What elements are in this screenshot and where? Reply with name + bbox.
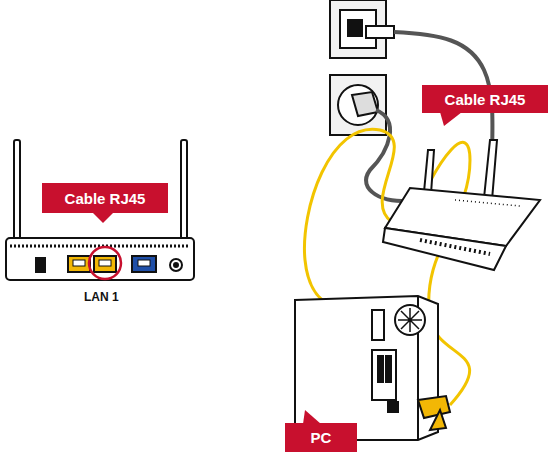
router-rear [6, 140, 194, 280]
power-cable [366, 110, 412, 201]
callout-text: Cable RJ45 [445, 91, 526, 108]
port-label: LAN 1 [84, 290, 119, 304]
callout-box: PC [285, 423, 357, 452]
callout-text: PC [311, 429, 332, 446]
router [383, 140, 540, 270]
callout-box: Cable RJ45 [42, 183, 168, 213]
pc-tower [295, 296, 450, 440]
rj45-cable [304, 129, 394, 305]
callout-text: Cable RJ45 [65, 190, 146, 207]
callout-box: Cable RJ45 [422, 85, 548, 113]
